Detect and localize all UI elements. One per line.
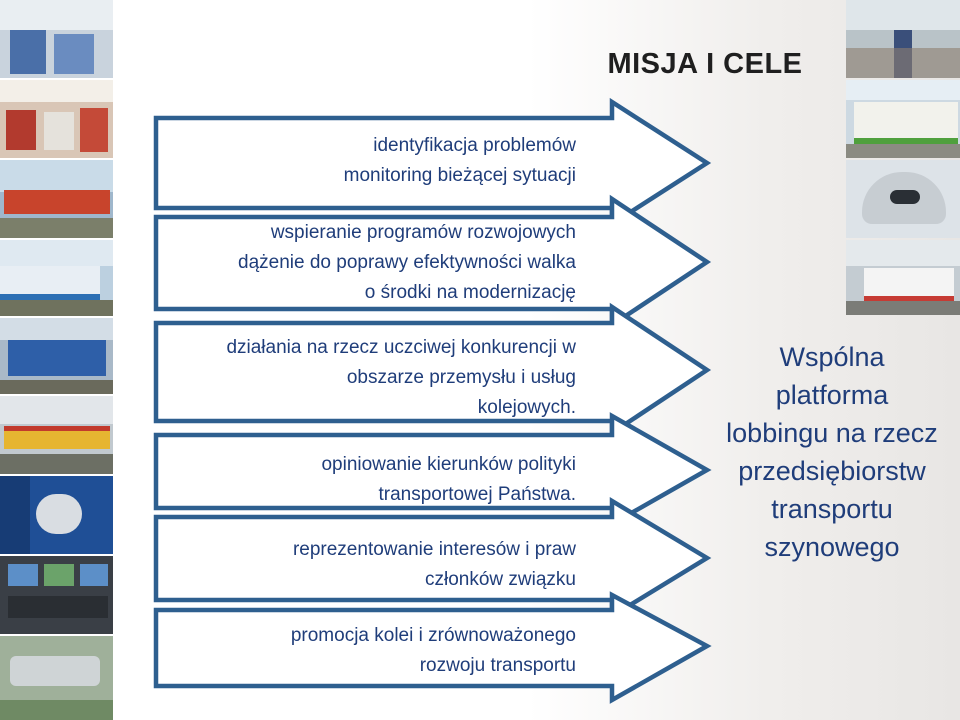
left-photo-strip [0, 0, 113, 720]
double-deck-train-photo [846, 80, 960, 158]
item-3-text: działania na rzecz uczciwej konkurencji … [226, 337, 576, 418]
station-aerial-photo [0, 636, 113, 720]
red-locomotive-photo [0, 160, 113, 238]
train-interior-photo [0, 0, 113, 78]
electric-train-photo [0, 240, 113, 316]
arrow-box-6 [153, 591, 712, 704]
platform-text: Wspólna platforma lobbingu na rzecz prze… [726, 342, 938, 562]
high-speed-train-photo [846, 160, 960, 238]
regional-train-photo [0, 396, 113, 474]
railway-tracks-photo [846, 0, 960, 78]
item-2-text: wspieranie programów rozwojowych dążenie… [238, 222, 576, 303]
arrow-box-1 [153, 97, 712, 229]
train-interior-photo [0, 80, 113, 158]
item-5-text: reprezentowanie interesów i praw członkó… [292, 539, 576, 590]
right-photo-strip [846, 0, 960, 315]
item-1-text: identyfikacja problemów monitoring bieżą… [343, 135, 576, 186]
arrow-box-3 [153, 302, 712, 438]
arrow-box-2 [153, 194, 712, 330]
modern-train-front-photo [0, 476, 113, 554]
blue-locomotive-photo [0, 318, 113, 394]
control-room-photo [0, 556, 113, 634]
slide-title: MISJA I CELE [607, 48, 803, 80]
item-6-text: promocja kolei i zrównoważonego rozwoju … [290, 625, 576, 676]
arrow-box-4 [153, 412, 712, 528]
item-4-text: opiniowanie kierunków polityki transport… [321, 454, 576, 505]
tram-photo [846, 240, 960, 315]
arrow-box-5 [153, 497, 712, 621]
